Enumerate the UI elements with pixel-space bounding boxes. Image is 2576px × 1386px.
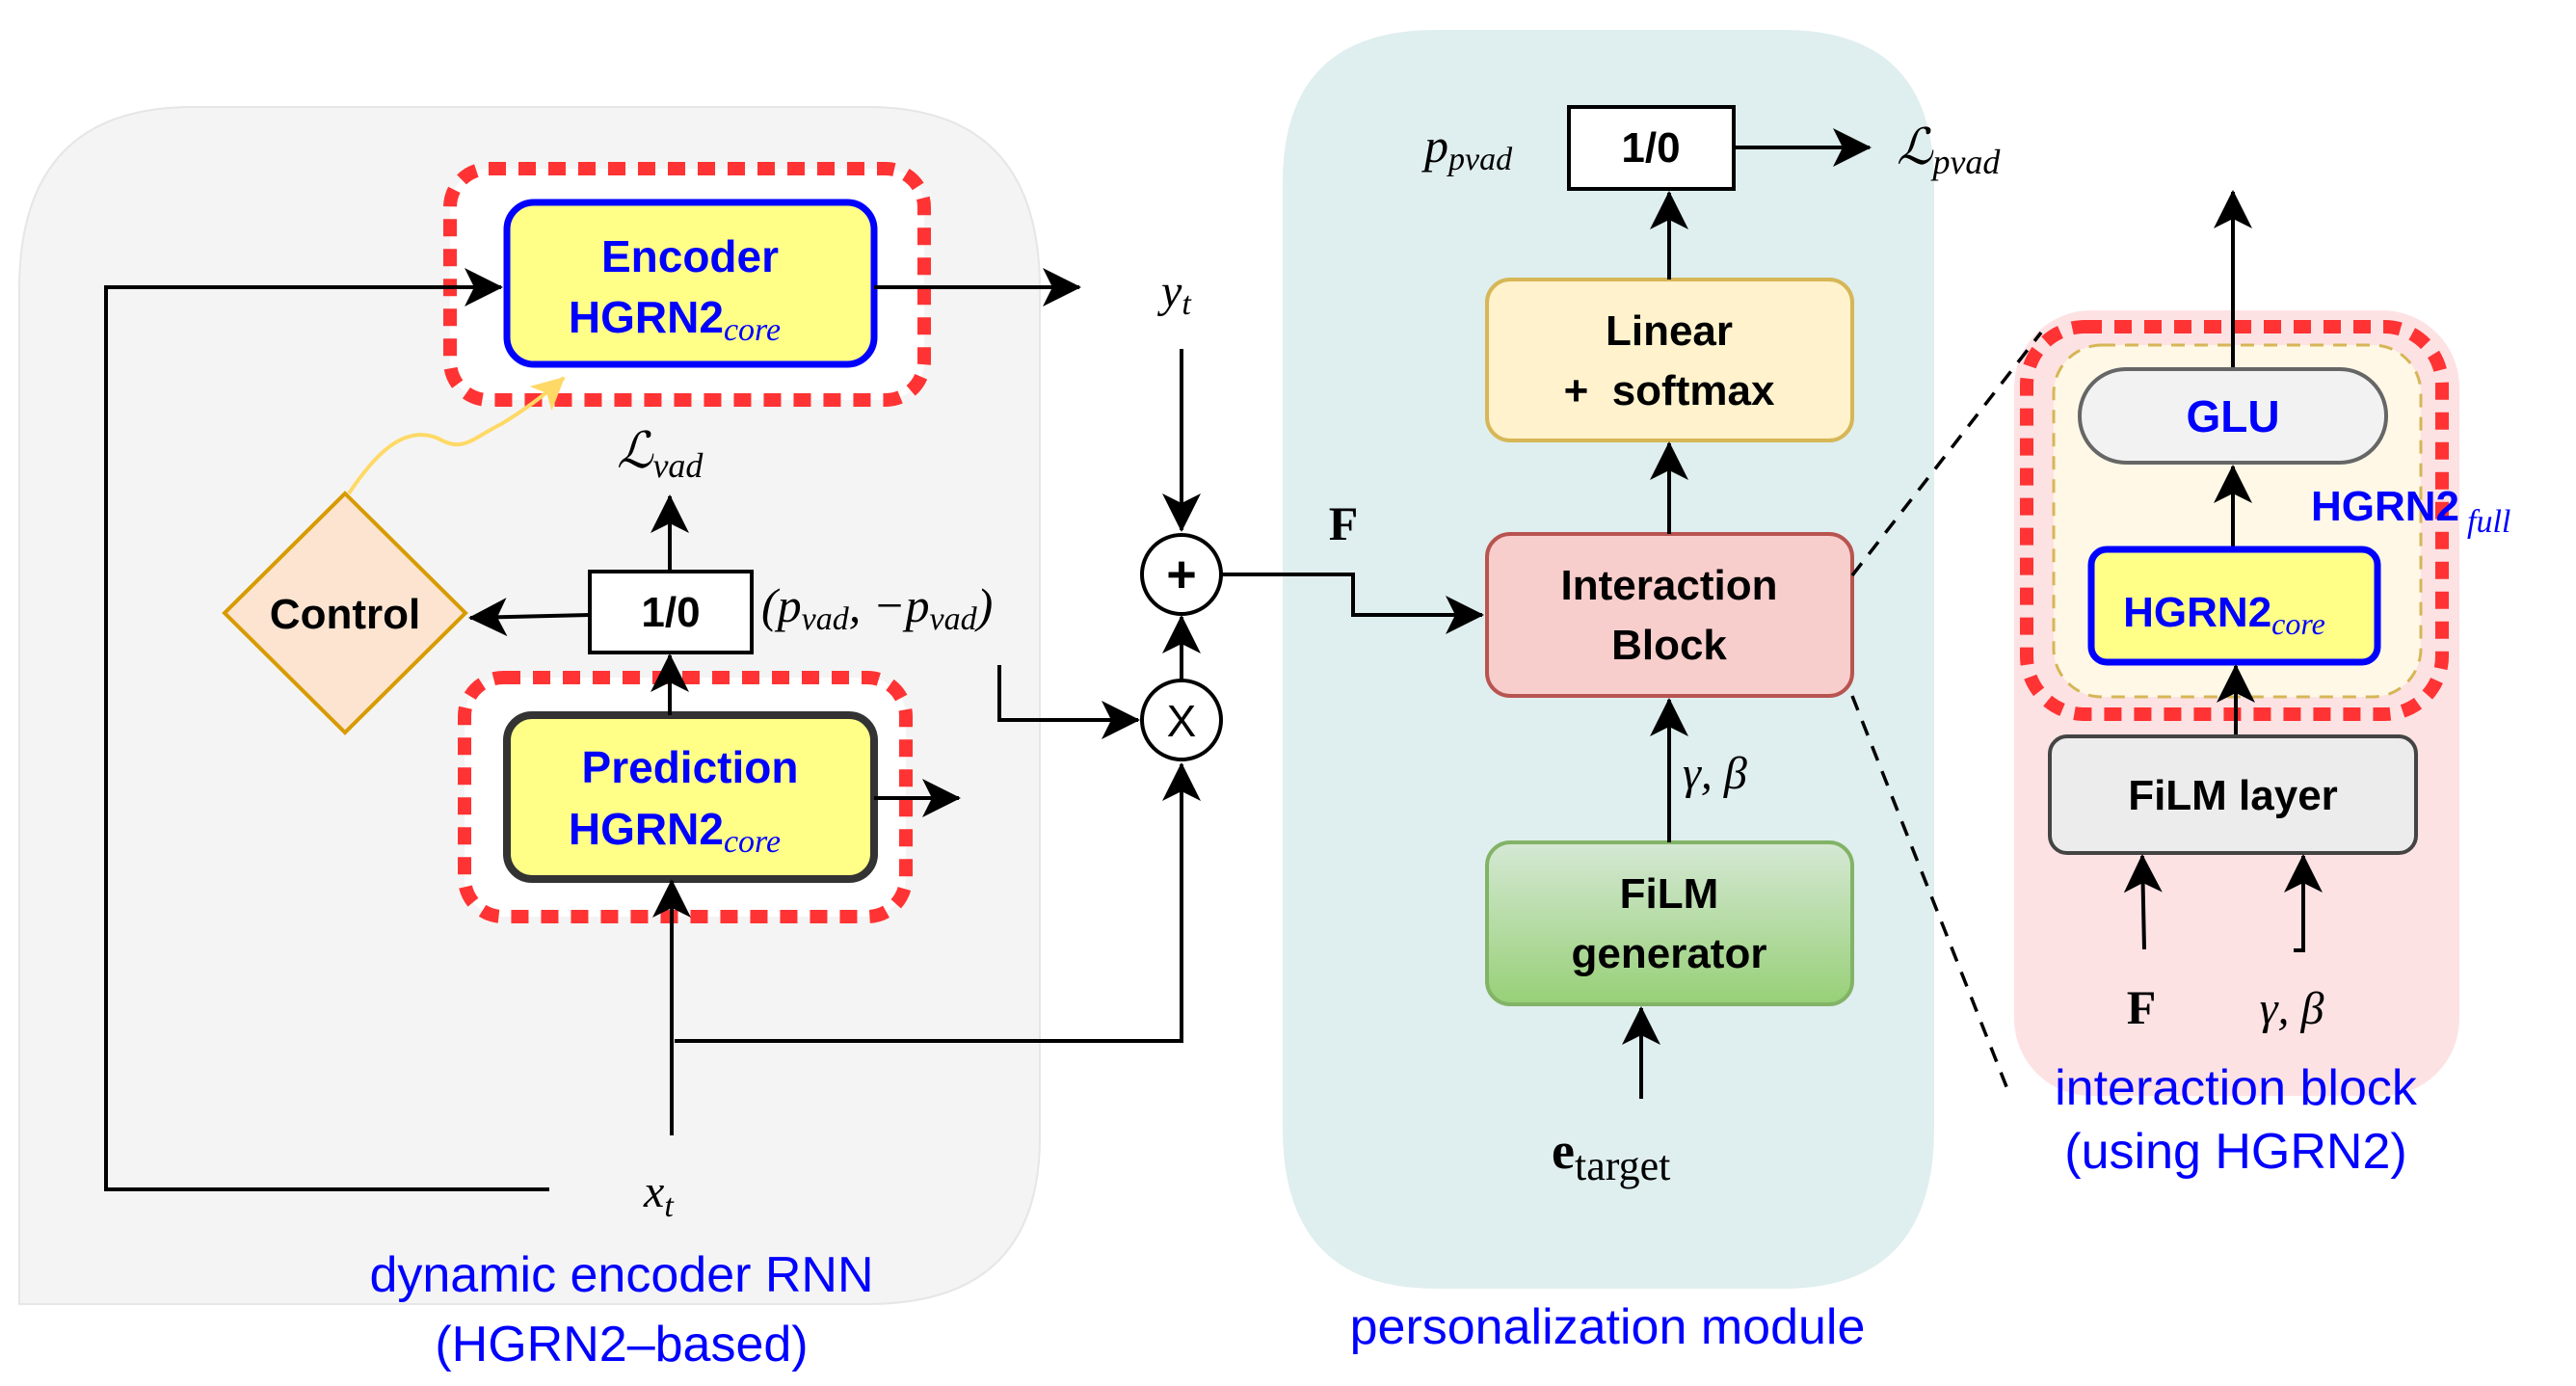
f-input-arrow	[2123, 854, 2163, 950]
film-generator-line1: FiLM	[1620, 870, 1719, 918]
prediction-block-title: Prediction	[582, 742, 799, 792]
hgrn2-core-block	[2087, 546, 2381, 666]
linear-label: Linear	[1606, 307, 1733, 355]
encoder-block	[503, 199, 878, 368]
control-signal-arrow	[347, 376, 566, 495]
control-diamond	[222, 491, 468, 735]
loss-pvad-label: ℒpvad	[1897, 120, 2001, 181]
glu-label: GLU	[2186, 391, 2279, 441]
multiply-symbol: X	[1167, 696, 1197, 746]
zoom-line-top	[1850, 331, 2043, 577]
detail-params-label: γ, β	[2260, 983, 2324, 1034]
x-t-label: xt	[643, 1166, 675, 1224]
glu-block	[2078, 367, 2388, 465]
film-layer-block	[2048, 734, 2418, 855]
prediction-block	[503, 711, 878, 883]
personalization-caption: personalization module	[1350, 1299, 1866, 1355]
film-params-label: γ, β	[1683, 748, 1747, 799]
encoder-decision-box	[588, 570, 754, 654]
gate-to-multiply-arrow	[997, 665, 1140, 739]
loss-vad-label: ℒvad	[617, 424, 704, 485]
film-layer-label: FiLM layer	[2128, 772, 2338, 819]
film-generator-line2: generator	[1572, 930, 1767, 977]
linear-softmax-block	[1485, 278, 1854, 442]
hgrn2-core-label: HGRN2core	[2123, 589, 2325, 641]
input-to-multiply-arrow	[675, 762, 1201, 1043]
interaction-block-line2: Block	[1611, 622, 1727, 669]
pvad-decision-label: 1/0	[1621, 124, 1680, 172]
encoder-caption-line2: (HGRN2–based)	[435, 1317, 808, 1373]
feature-label: F	[1329, 496, 1359, 550]
softmax-label: + softmax	[1564, 367, 1775, 414]
interaction-block	[1485, 532, 1854, 698]
encoder-block-title: Encoder	[601, 231, 779, 281]
params-input-arrow	[2284, 854, 2323, 952]
zoom-line-bottom	[1850, 695, 2011, 1095]
film-generator-block	[1485, 840, 1854, 1006]
control-label: Control	[270, 591, 420, 638]
feature-arrow	[1221, 573, 1484, 634]
e-target-label: etarget	[1552, 1122, 1670, 1189]
encoder-decision-label: 1/0	[641, 589, 700, 636]
y-t-label: yt	[1156, 266, 1192, 322]
interaction-caption-line2: (using HGRN2)	[2064, 1124, 2406, 1180]
encoder-caption-line1: dynamic encoder RNN	[369, 1247, 873, 1303]
interaction-block-line1: Interaction	[1561, 562, 1778, 609]
pvad-decision-box	[1567, 105, 1736, 191]
decision-output-label: (pvad, −pvad)	[761, 578, 993, 637]
plus-symbol: +	[1166, 546, 1197, 603]
decision-to-control-arrow	[468, 598, 591, 637]
p-pvad-label: ppvad	[1421, 119, 1513, 177]
feedback-line	[104, 268, 549, 1191]
interaction-caption-line1: interaction block	[2055, 1060, 2418, 1116]
detail-f-label: F	[2127, 980, 2157, 1034]
prediction-block-name: HGRN2core	[569, 804, 781, 860]
encoder-block-name: HGRN2core	[569, 292, 781, 348]
